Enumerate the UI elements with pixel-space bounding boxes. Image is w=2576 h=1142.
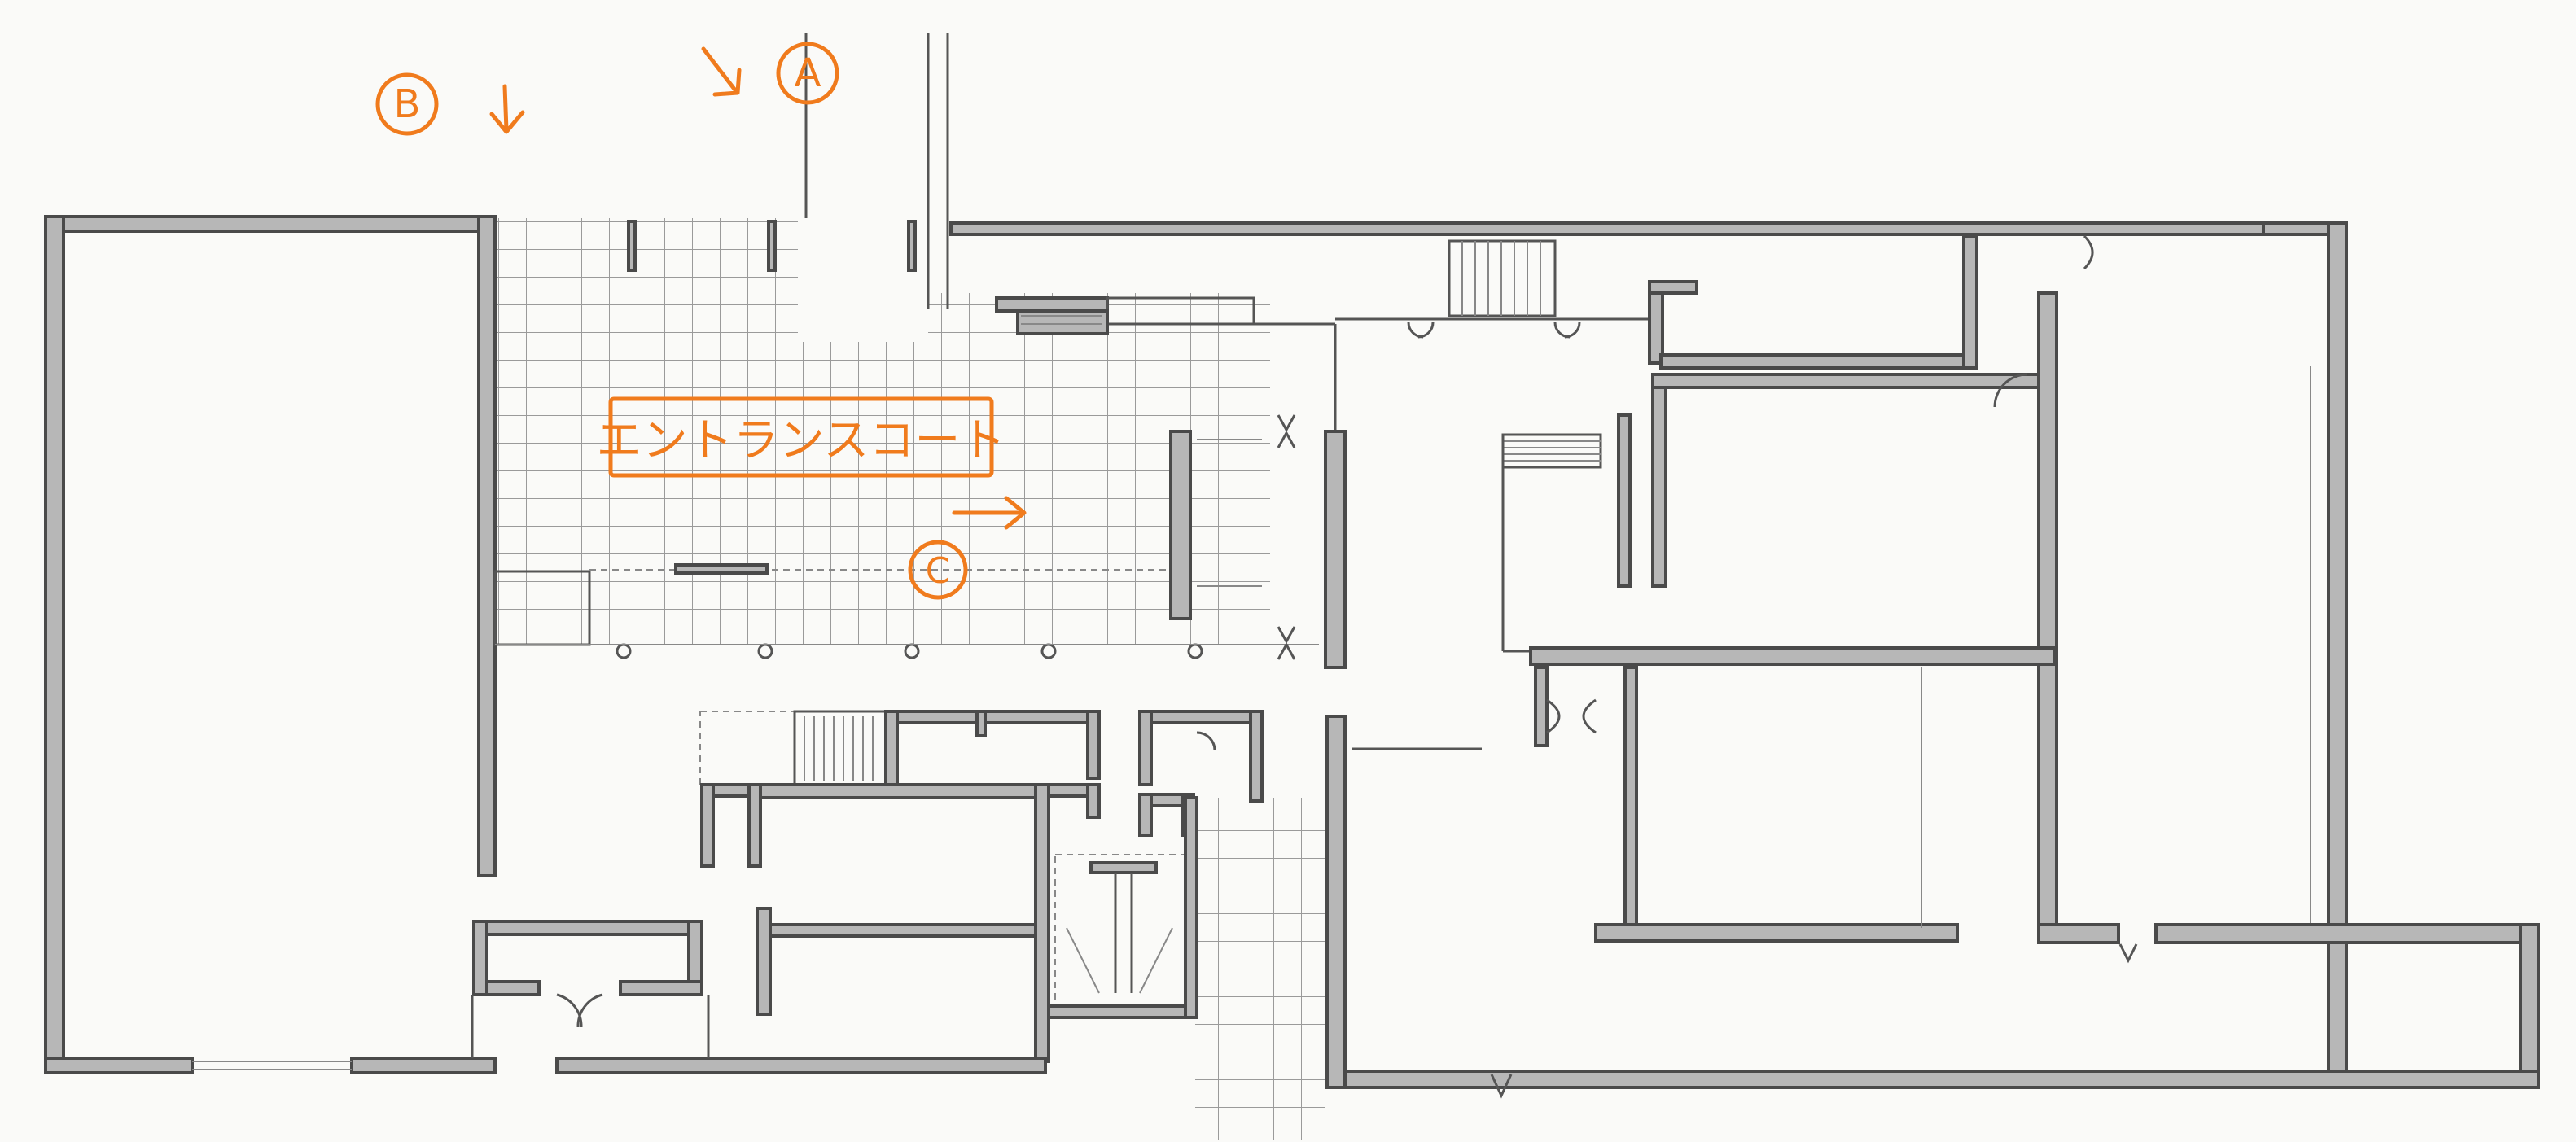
entrance-court-paving [495,218,1270,645]
marker-a-label: A [795,50,821,96]
marker-c-label: C [926,550,951,592]
vestibule [1169,322,1581,669]
entrance-court-label-box: エントランスコート [597,396,1006,478]
west-hall [44,215,497,1074]
north-wing [949,221,2348,653]
marker-b-label: B [394,81,421,127]
arrow-down-icon [489,84,525,134]
south-west-rooms [471,920,1047,1074]
east-galleries [1325,221,2540,1099]
arrow-down-right-icon [701,46,742,97]
entrance-court-features [493,33,1319,659]
entrance-court-label: エントランスコート [597,414,1006,467]
arrow-right-icon [952,496,1027,530]
marker-b: B [375,72,439,136]
marker-a: A [776,42,839,105]
south-passage-paving [1195,798,1325,1140]
service-core [699,710,1264,1063]
marker-c: C [908,540,968,600]
